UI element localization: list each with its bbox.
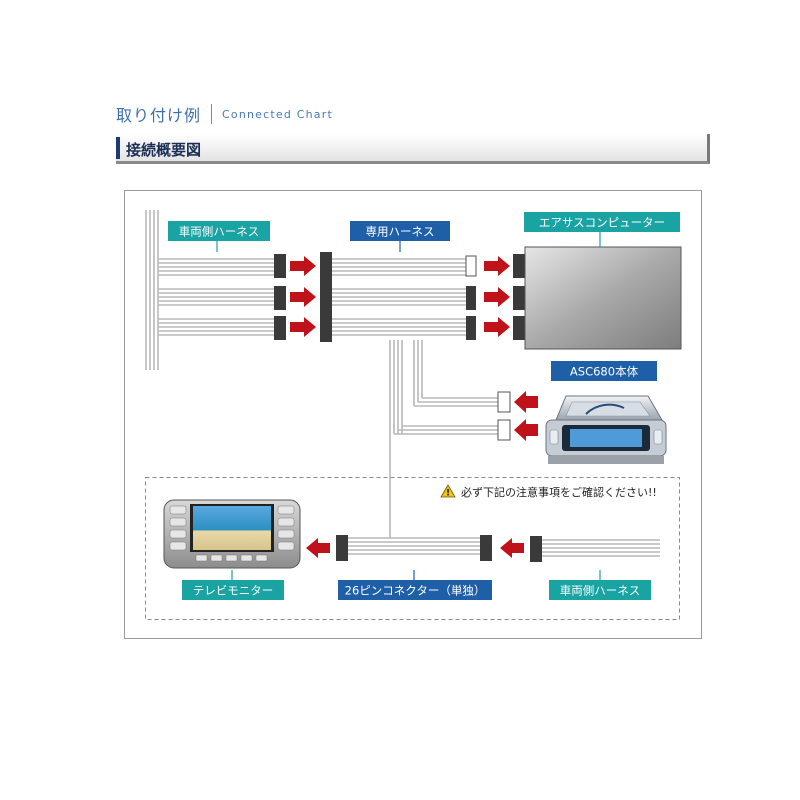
page-subtitle: Connected Chart [222, 107, 333, 121]
section-heading: 接続概要図 [116, 134, 710, 164]
label-text: テレビモニター [193, 584, 274, 598]
label-text: エアサスコンピューター [539, 216, 665, 230]
asc680-unit [545, 395, 667, 464]
asc680-connectors [497, 391, 511, 441]
arrows-from-asc680 [514, 391, 538, 441]
arrows-to-computer [484, 256, 510, 337]
pin26-wires [348, 537, 660, 557]
label-vehicle-harness-top: 車両側ハーネス [168, 221, 270, 241]
section-accent-bar [116, 137, 120, 159]
air-suspension-computer [524, 246, 682, 350]
tv-monitor [163, 499, 301, 569]
vehicle-harness-wires [158, 258, 274, 336]
label-tv-monitor: テレビモニター [182, 580, 284, 600]
label-text: 26ピンコネクター（単独） [345, 584, 486, 598]
title-divider [211, 104, 213, 124]
dedicated-harness-wires [332, 258, 466, 336]
vehicle-connectors [274, 254, 286, 340]
arrows-to-harness [290, 256, 316, 337]
page-title: 取り付け例 [116, 106, 202, 125]
label-text: 専用ハーネス [366, 225, 435, 239]
label-text: 車両側ハーネス [560, 584, 641, 598]
label-air-suspension-computer: エアサスコンピューター [524, 212, 680, 232]
label-dedicated-harness: 専用ハーネス [350, 221, 450, 241]
branch-wires [389, 340, 498, 538]
pin26-connectors [336, 535, 542, 562]
label-asc680: ASC680本体 [551, 361, 657, 381]
svg-text:!: ! [446, 489, 450, 499]
warning-text: 必ず下記の注意事項をご確認ください!! [461, 485, 657, 499]
warning-note: ! 必ず下記の注意事項をご確認ください!! [440, 484, 657, 499]
vehicle-wire-bundle [145, 210, 159, 370]
computer-connectors [513, 254, 525, 340]
dedicated-harness-connectors-left [320, 252, 332, 342]
label-vehicle-harness-bottom: 車両側ハーネス [549, 580, 651, 600]
monitor-option-area [145, 477, 680, 620]
dedicated-harness-connectors-right [465, 255, 477, 340]
label-pin26-connector: 26ピンコネクター（単独） [338, 580, 492, 600]
label-text: 車両側ハーネス [179, 225, 260, 239]
label-leaders [216, 232, 601, 580]
arrows-lower [306, 538, 524, 558]
page-header: 取り付け例 Connected Chart [116, 101, 333, 127]
section-title: 接続概要図 [126, 141, 202, 159]
label-text: ASC680本体 [570, 365, 639, 379]
warning-icon [440, 484, 456, 498]
